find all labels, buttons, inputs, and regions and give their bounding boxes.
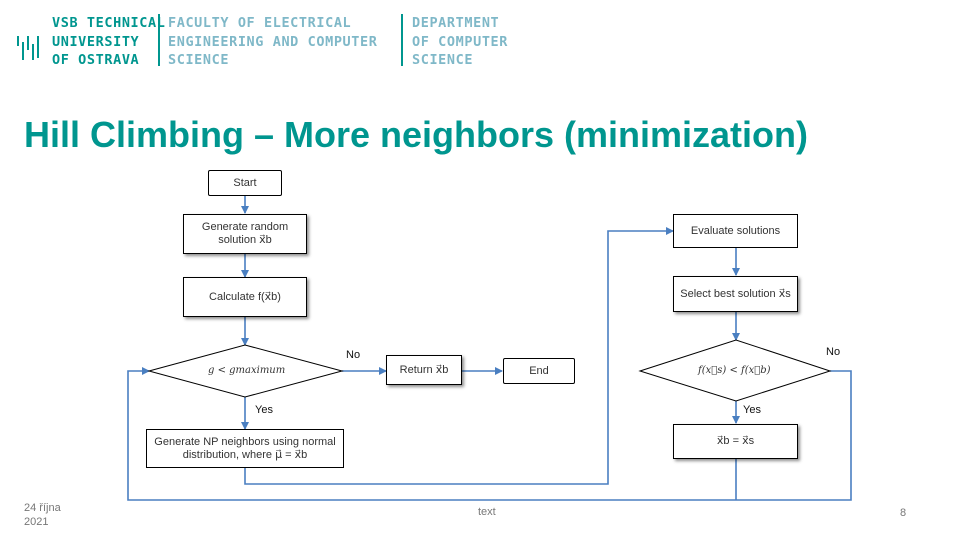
faculty-name: FACULTY OF ELECTRICAL ENGINEERING AND CO…: [168, 15, 378, 68]
no-label-left: No: [346, 349, 361, 361]
generate-random-line2: solution x⃗b: [218, 234, 272, 246]
university-name: VSB TECHNICAL UNIVERSITY OF OSTRAVA: [52, 15, 166, 68]
generate-np-line1: Generate NP neighbors using normal: [154, 435, 336, 448]
decision-left-label: g < gmaximum: [208, 365, 286, 376]
vsb-logo-icon: [17, 36, 39, 60]
arrow-generate-np-to-evaluate: [244, 227, 674, 485]
end-box: End: [503, 358, 575, 384]
return-label: Return x⃗b: [399, 363, 449, 376]
department-name: DEPARTMENT OF COMPUTER SCIENCE: [412, 15, 509, 68]
footer-date-line1: 24 října: [24, 502, 61, 514]
calculate-label: Calculate f(x⃗b): [209, 290, 281, 303]
generate-np-box: Generate NP neighbors using normal distr…: [146, 429, 344, 468]
arrow-no-loop: [127, 367, 852, 501]
yes-label-left: Yes: [255, 404, 273, 416]
start-box: Start: [208, 170, 282, 196]
select-best-box: Select best solution x⃗s: [673, 276, 798, 312]
evaluate-box: Evaluate solutions: [673, 214, 798, 248]
assign-label: x⃗b = x⃗s: [716, 435, 755, 447]
assign-box: x⃗b = x⃗s: [673, 424, 798, 459]
footer-text: text: [478, 506, 496, 518]
no-label-right: No: [826, 346, 841, 358]
yes-label-right: Yes: [743, 404, 761, 416]
header-divider: [401, 14, 403, 66]
decision-right-label: f(x⃗s) < f(x⃗b): [698, 365, 771, 376]
decision-diamond-right: [638, 339, 832, 402]
generate-np-line2: distribution, where μ⃗ = x⃗b: [182, 448, 308, 461]
generate-random-box: Generate random solution x⃗b: [183, 214, 307, 254]
footer-date-line2: 2021: [24, 516, 49, 528]
end-label: End: [529, 364, 549, 377]
slide-title: Hill Climbing – More neighbors (minimiza…: [24, 114, 809, 155]
return-box: Return x⃗b: [386, 355, 462, 385]
generate-random-line1: Generate random: [201, 221, 289, 233]
calculate-box: Calculate f(x⃗b): [183, 277, 307, 317]
footer-date: 24 října 2021: [24, 501, 61, 529]
header-divider: [158, 14, 160, 66]
evaluate-label: Evaluate solutions: [690, 224, 781, 237]
decision-diamond-left: [147, 344, 344, 398]
start-label: Start: [233, 176, 257, 189]
select-best-label: Select best solution x⃗s: [680, 287, 791, 300]
page-number: 8: [900, 507, 907, 519]
